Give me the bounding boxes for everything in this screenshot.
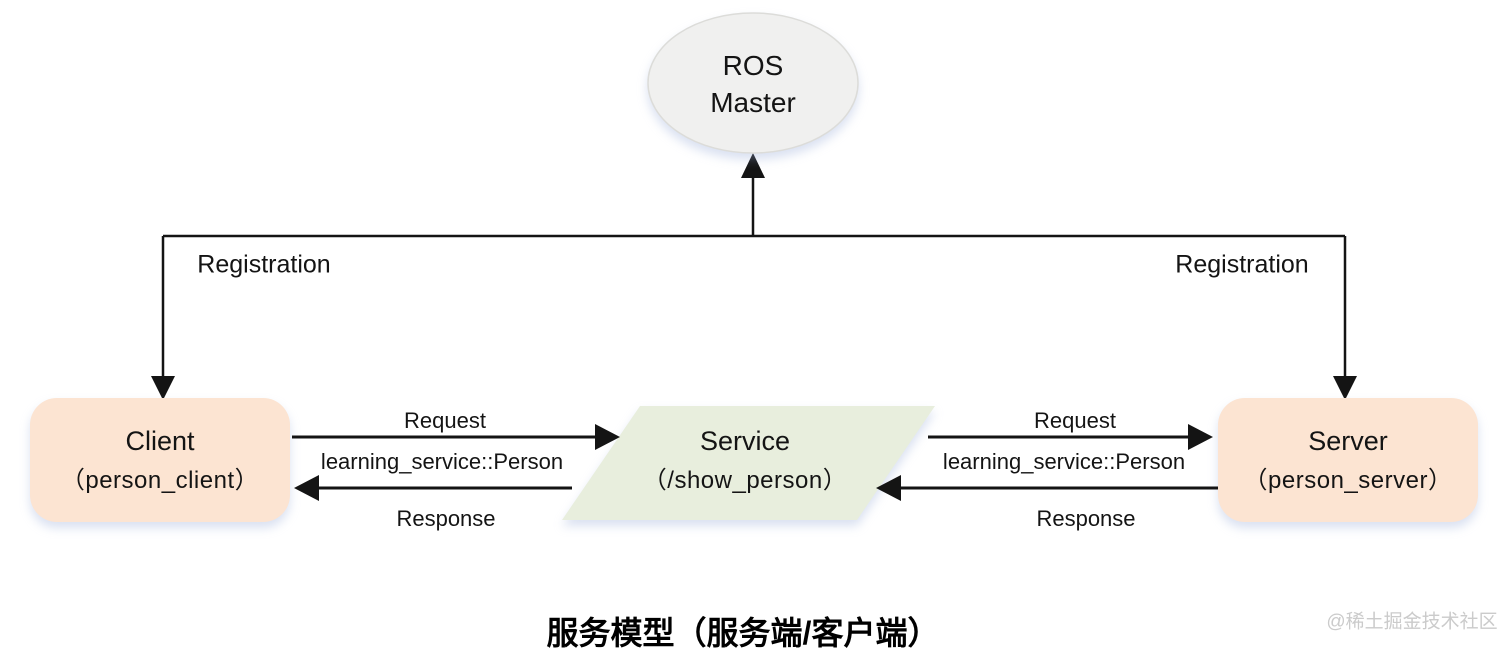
service-label: Service （/show_person） — [643, 422, 847, 500]
registration-left-arrowhead — [151, 376, 175, 400]
master-up-arrowhead — [741, 153, 765, 178]
request-right-label: Request — [1034, 408, 1116, 433]
ros-master-node — [647, 12, 859, 154]
server-label: Server （person_server） — [1244, 422, 1453, 500]
client-title: Client — [125, 426, 195, 456]
message-type-right-label: learning_service::Person — [942, 449, 1186, 474]
watermark-text: @稀土掘金技术社区 — [1326, 611, 1498, 633]
service-node — [562, 406, 935, 520]
message-type-left-label: learning_service::Person — [320, 449, 564, 474]
registration-lines — [161, 174, 1347, 382]
server-node — [1218, 398, 1478, 522]
request-left-arrowhead — [595, 424, 620, 450]
ros-master-subtitle: Master — [710, 87, 796, 118]
request-left-label: Request — [404, 408, 486, 433]
client-service-arrows — [292, 435, 598, 490]
client-node — [30, 398, 290, 522]
server-subtitle: （person_server） — [1243, 467, 1453, 494]
service-title: Service — [699, 426, 791, 456]
registration-left-label: Registration — [197, 250, 331, 279]
registration-right-label: Registration — [1175, 250, 1309, 279]
client-subtitle: （person_client） — [60, 467, 260, 494]
server-title: Server — [1308, 426, 1388, 456]
client-label: Client （person_client） — [61, 422, 259, 500]
response-right-arrowhead — [876, 475, 901, 501]
service-subtitle: （/show_person） — [642, 467, 848, 494]
registration-right-arrowhead — [1333, 376, 1357, 400]
diagram-caption: 服务模型（服务端/客户端） — [546, 615, 940, 650]
ros-master-label: ROS Master — [710, 47, 796, 121]
request-right-arrowhead — [1188, 424, 1213, 450]
service-server-arrows — [900, 435, 1218, 490]
response-left-label: Response — [396, 506, 496, 531]
response-right-label: Response — [1036, 506, 1136, 531]
ros-master-title: ROS — [722, 50, 784, 81]
response-left-arrowhead — [294, 475, 319, 501]
